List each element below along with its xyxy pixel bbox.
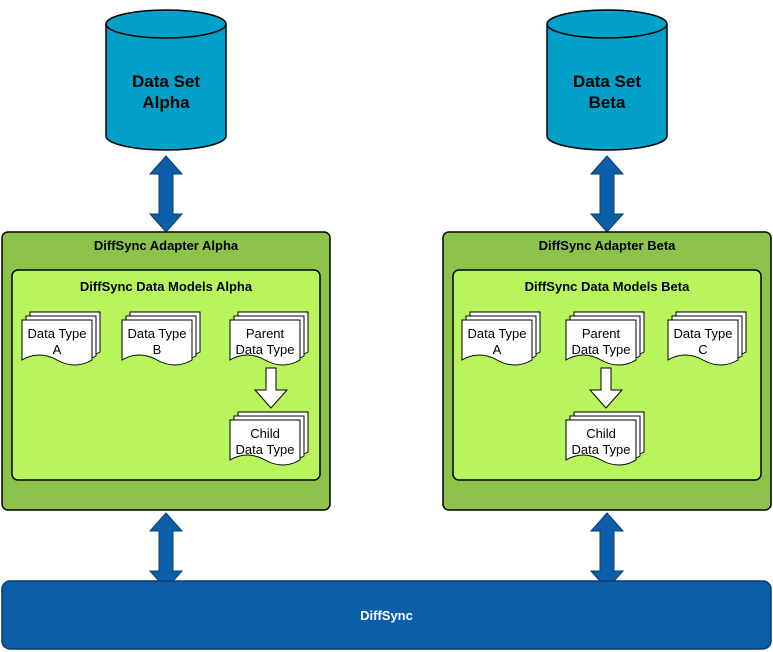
dataset-beta-line1: Data Set <box>572 72 642 91</box>
doc-beta-child-line2: Data Type <box>571 442 631 457</box>
diffsync-label: DiffSync <box>360 608 413 623</box>
doc-alpha-type-a-label: Data Type A <box>22 326 92 358</box>
doc-alpha-type-b-line2: B <box>152 342 162 357</box>
parent-child-arrow-alpha <box>253 367 289 409</box>
adapter-beta-title: DiffSync Adapter Beta <box>538 238 676 253</box>
adapter-alpha-title: DiffSync Adapter Alpha <box>93 238 239 253</box>
dataset-alpha-line2: Alpha <box>142 93 190 112</box>
doc-alpha-type-a-line2: A <box>52 342 62 357</box>
doc-beta-type-c-line1: Data Type <box>673 326 733 341</box>
doc-alpha-child-line1: Child <box>250 426 280 441</box>
dataset-alpha-cylinder <box>105 9 227 151</box>
doc-beta-parent-line1: Parent <box>581 326 621 341</box>
doc-beta-parent-label: Parent Data Type <box>566 326 636 358</box>
doc-alpha-parent-line2: Data Type <box>235 342 295 357</box>
doc-beta-type-c-line2: C <box>698 342 708 357</box>
diffsync-bar <box>1 580 772 650</box>
adapter-alpha-diffsync-arrow <box>149 512 183 590</box>
models-beta-title: DiffSync Data Models Beta <box>524 279 690 294</box>
doc-alpha-child-label: Child Data Type <box>230 426 300 458</box>
doc-alpha-type-b-line1: Data Type <box>127 326 187 341</box>
dataset-alpha-line1: Data Set <box>131 72 201 91</box>
adapter-beta-diffsync-arrow <box>590 512 624 590</box>
dataset-beta-line2: Beta <box>588 93 626 112</box>
dataset-beta-arrow <box>590 155 624 233</box>
doc-alpha-type-b-label: Data Type B <box>122 326 192 358</box>
doc-beta-type-a-line1: Data Type <box>467 326 527 341</box>
doc-beta-child-label: Child Data Type <box>566 426 636 458</box>
models-alpha-title: DiffSync Data Models Alpha <box>79 279 253 294</box>
parent-child-arrow-beta <box>588 367 624 409</box>
doc-beta-child-line1: Child <box>586 426 616 441</box>
doc-alpha-type-a-line1: Data Type <box>27 326 87 341</box>
dataset-beta-label: Data Set Beta <box>547 71 667 113</box>
dataset-beta-cylinder <box>546 9 668 151</box>
dataset-alpha-arrow <box>149 155 183 233</box>
doc-alpha-parent-line1: Parent <box>245 326 285 341</box>
doc-beta-parent-line2: Data Type <box>571 342 631 357</box>
dataset-alpha-label: Data Set Alpha <box>106 71 226 113</box>
doc-alpha-child-line2: Data Type <box>235 442 295 457</box>
doc-alpha-parent-label: Parent Data Type <box>230 326 300 358</box>
doc-beta-type-a-label: Data Type A <box>462 326 532 358</box>
doc-beta-type-c-label: Data Type C <box>668 326 738 358</box>
doc-beta-type-a-line2: A <box>492 342 502 357</box>
